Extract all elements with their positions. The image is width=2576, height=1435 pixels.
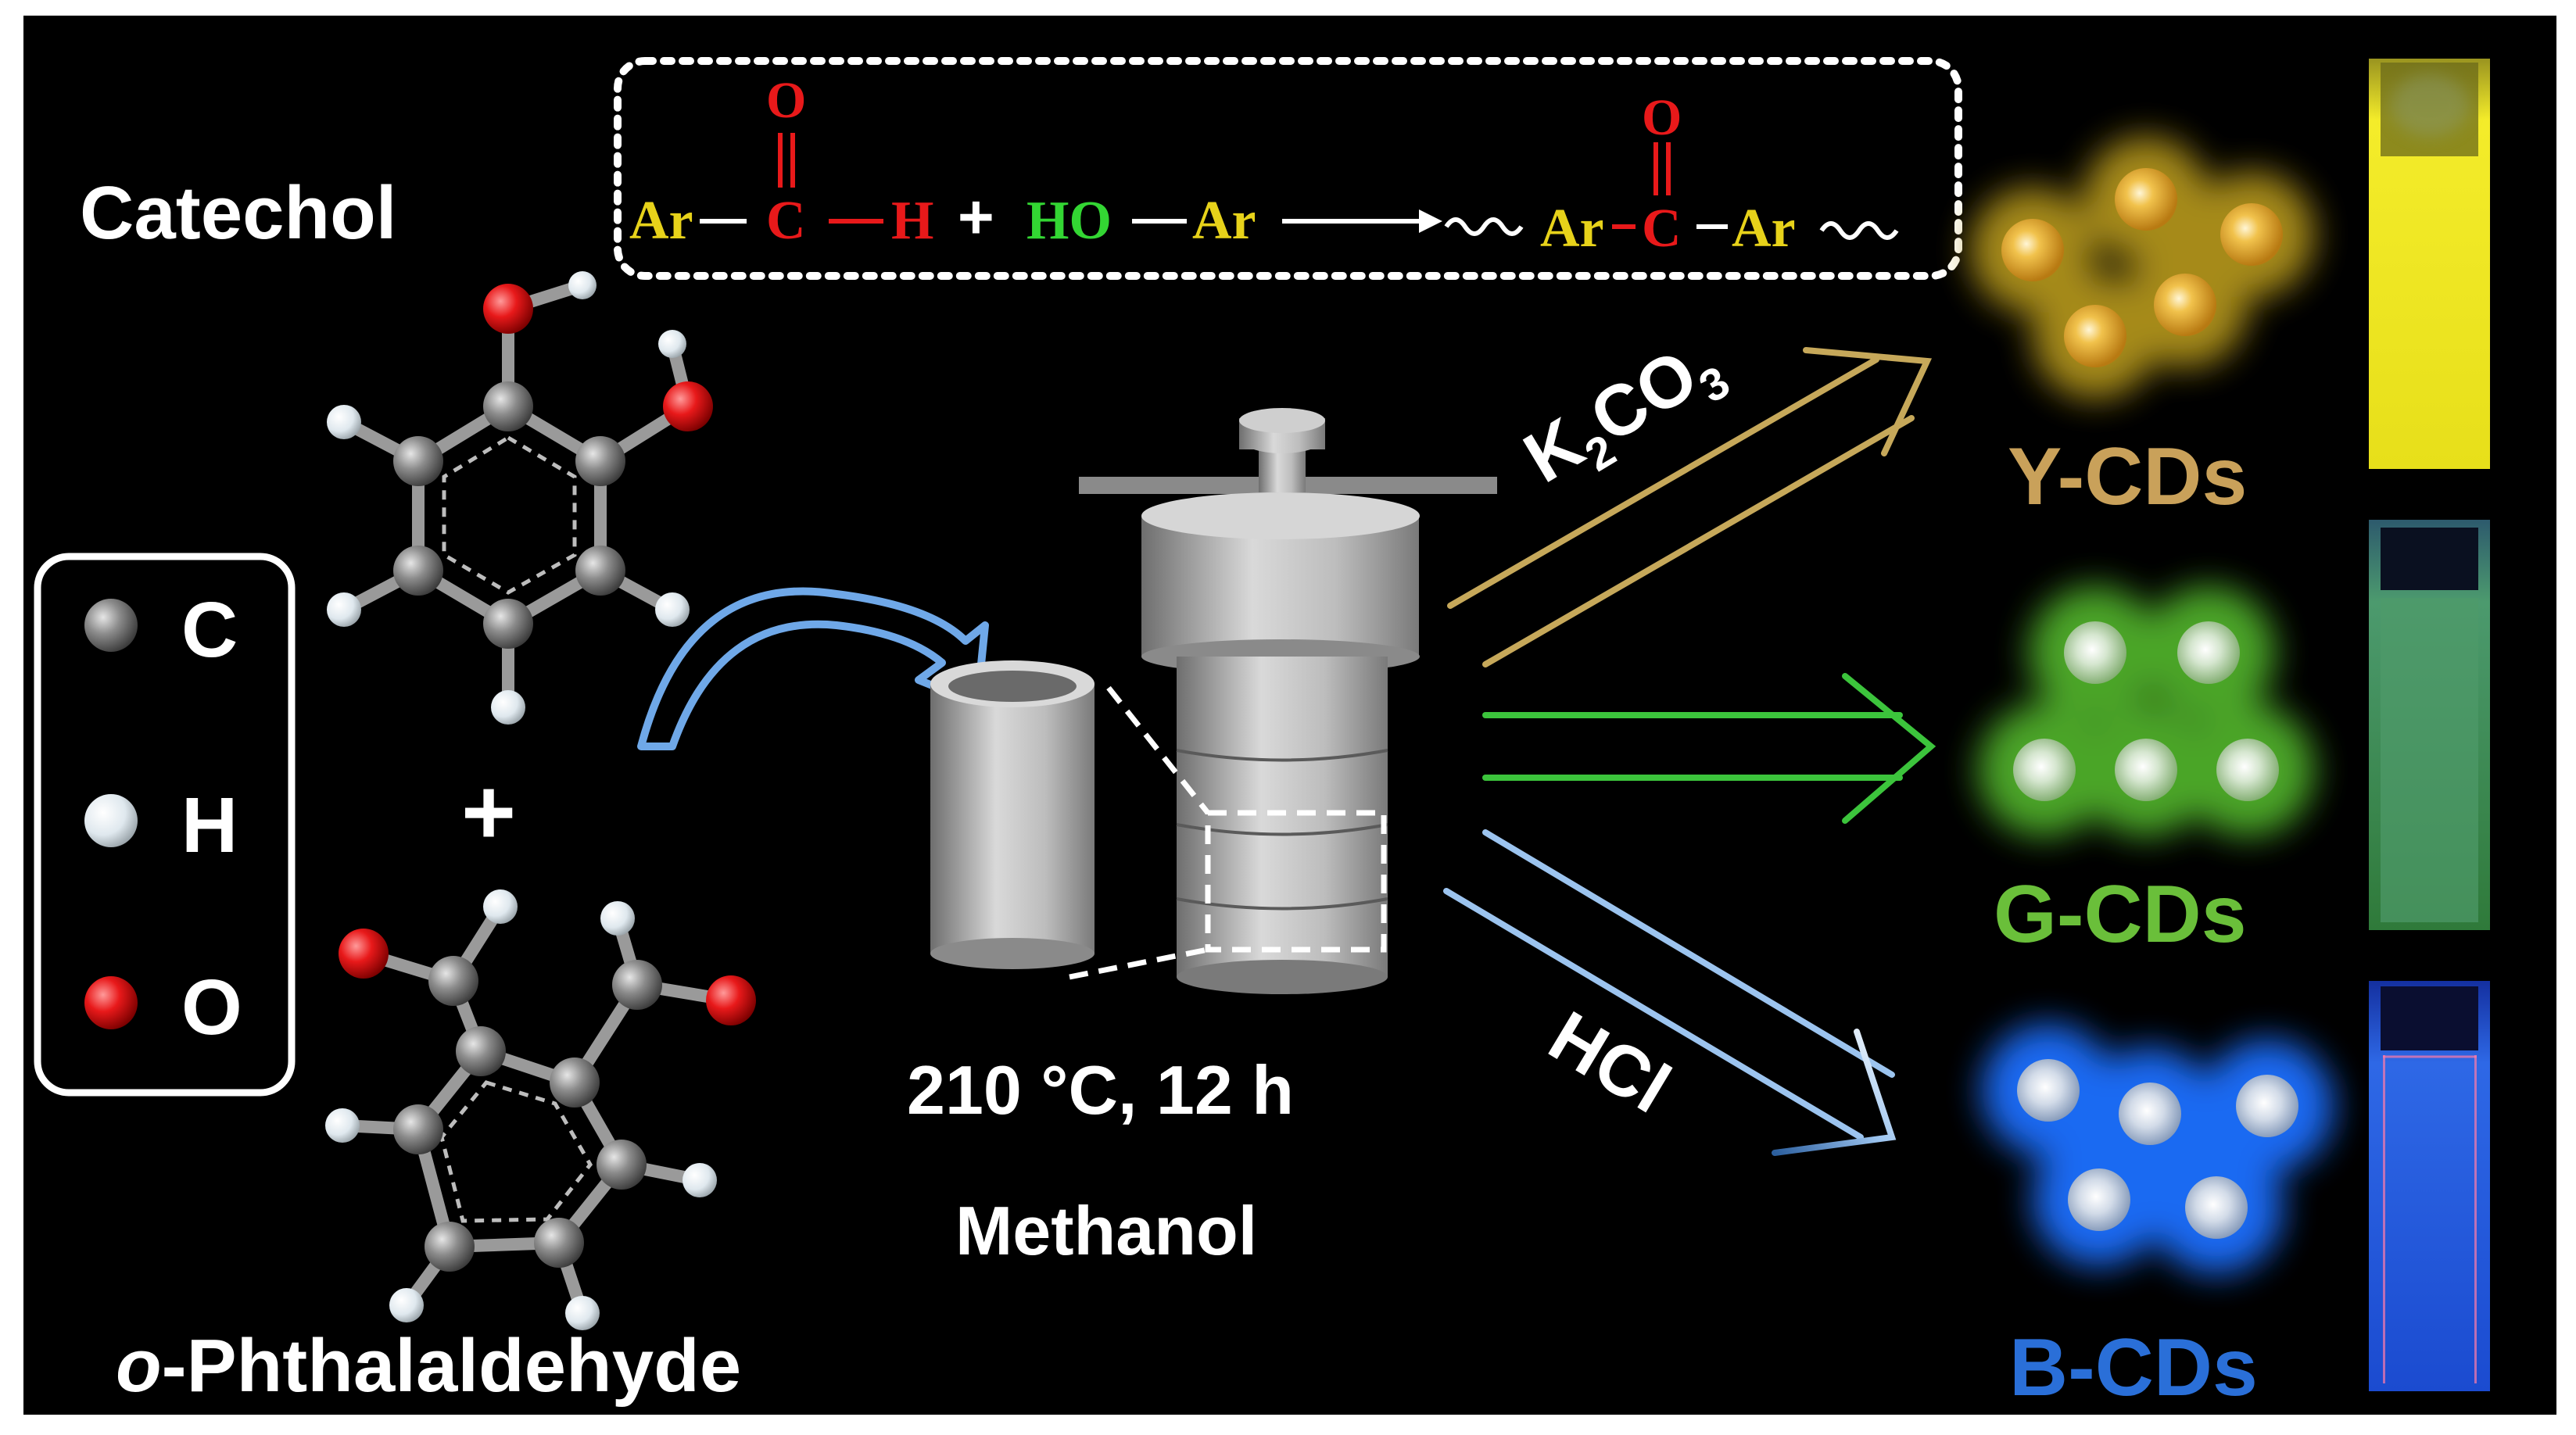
scheme-reaction-arrowhead xyxy=(1419,209,1442,233)
scheme-carbonyl-o-2: O xyxy=(1642,89,1682,146)
transfer-curved-arrow xyxy=(637,587,989,750)
autoclave-reactor xyxy=(1069,408,1497,994)
scheme-carbonyl-c-1: C xyxy=(766,191,806,251)
g-cds-label: G-CDs xyxy=(1994,869,2247,960)
g-cds-particles xyxy=(1978,586,2314,836)
phthalaldehyde-molecule xyxy=(325,889,756,1330)
scheme-wavy-left xyxy=(1444,217,1524,236)
reaction-scheme-box xyxy=(614,57,1962,280)
scheme-carbonyl-o-1: O xyxy=(766,72,806,129)
scheme-ar-2: Ar xyxy=(1192,191,1256,251)
cuvette-green xyxy=(2369,520,2490,930)
legend-o-label: O xyxy=(181,964,242,1051)
legend-h-atom xyxy=(84,794,138,847)
plus-sign: + xyxy=(461,760,516,864)
cuvette-blue xyxy=(2369,981,2490,1391)
zoom-guide-bottom xyxy=(1069,947,1209,980)
yellow-arrow xyxy=(1447,347,1933,667)
catechol-label: Catechol xyxy=(80,171,396,255)
scheme-ar-4: Ar xyxy=(1732,199,1796,259)
catechol-molecule xyxy=(327,271,713,725)
phthalaldehyde-prefix: o xyxy=(116,1324,162,1408)
legend-o-atom xyxy=(84,976,138,1029)
blue-arrow xyxy=(1443,829,1897,1156)
legend-h-label: H xyxy=(181,782,238,869)
legend-box xyxy=(34,553,296,1097)
autoclave-zoom-box xyxy=(1205,810,1387,953)
scheme-ar-1: Ar xyxy=(629,191,693,251)
atom-legend: C H O xyxy=(34,553,296,1097)
legend-c-label: C xyxy=(181,586,238,674)
phthalaldehyde-label: o-Phthalaldehyde xyxy=(116,1324,741,1408)
scheme-carbonyl-c-2: C xyxy=(1642,199,1682,259)
scheme-wavy-right xyxy=(1819,221,1899,240)
scheme-h: H xyxy=(891,191,933,251)
y-cds-particles xyxy=(1970,137,2314,399)
reaction-temp-time: 210 °C, 12 h xyxy=(907,1051,1294,1129)
b-cds-label: B-CDs xyxy=(2009,1322,2258,1413)
scheme-plus: + xyxy=(958,182,994,252)
reaction-solvent: Methanol xyxy=(955,1192,1257,1269)
scheme-ho: HO xyxy=(1026,191,1112,251)
teflon-liner xyxy=(930,660,1095,969)
green-arrow xyxy=(1482,673,1936,824)
b-cds-particles xyxy=(1982,1024,2334,1274)
y-cds-label: Y-CDs xyxy=(2008,431,2247,522)
scheme-ar-3: Ar xyxy=(1540,199,1604,259)
phthalaldehyde-name: -Phthalaldehyde xyxy=(162,1324,741,1408)
zoom-guide-top xyxy=(1106,685,1210,815)
cuvette-yellow xyxy=(2369,59,2490,469)
legend-c-atom xyxy=(84,599,138,652)
reaction-scheme: Ar C O H + HO Ar Ar C O Ar xyxy=(614,57,1962,280)
